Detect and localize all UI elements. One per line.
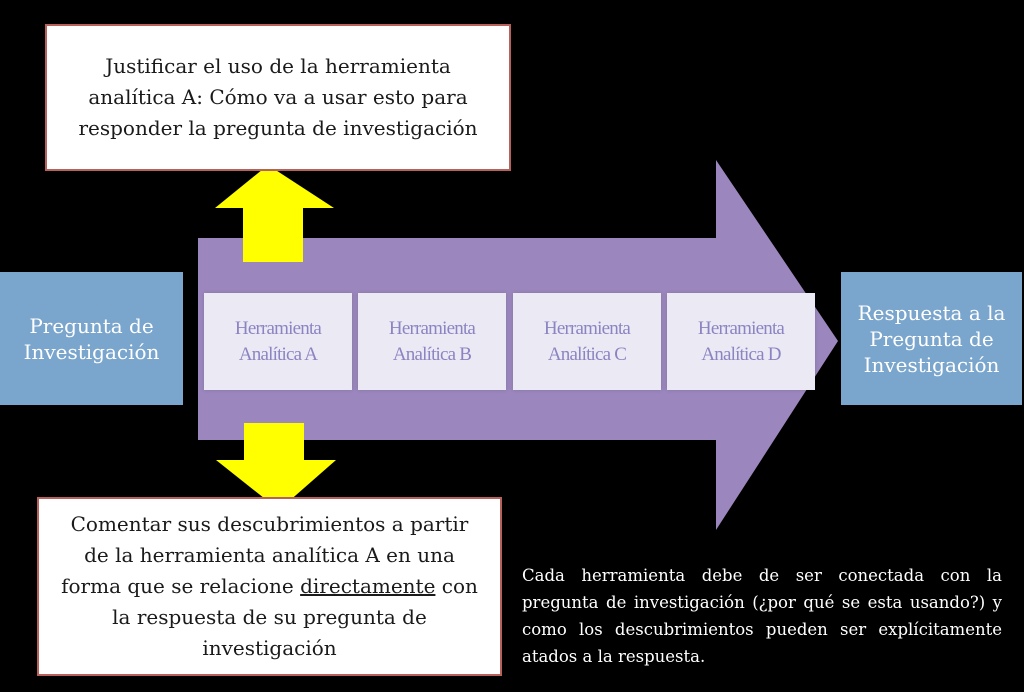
- research-answer-label: Respuesta a la Pregunta de Investigación: [857, 300, 1006, 377]
- down-arrow: [216, 423, 336, 510]
- tool-box-d: Herramienta Analítica D: [667, 293, 815, 390]
- tool-label: Herramienta Analítica D: [697, 317, 785, 365]
- footnote-text: Cada herramienta debe de ser conectada c…: [522, 566, 1002, 666]
- tool-box-b: Herramienta Analítica B: [358, 293, 506, 390]
- justify-note-box: Justificar el uso de la herramienta anal…: [45, 24, 511, 171]
- research-question-label: Pregunta de Investigación: [23, 313, 160, 364]
- research-question-box: Pregunta de Investigación: [0, 272, 183, 405]
- tool-label: Herramienta Analítica C: [543, 317, 631, 365]
- comment-note-text: Comentar sus descubrimientos a partir de…: [61, 512, 478, 660]
- tool-label: Herramienta Analítica A: [234, 317, 322, 365]
- tool-box-c: Herramienta Analítica C: [513, 293, 661, 390]
- emphasis-underlined: directamente: [300, 574, 436, 598]
- tool-box-a: Herramienta Analítica A: [204, 293, 352, 390]
- justify-note-text: Justificar el uso de la herramienta anal…: [78, 54, 478, 140]
- comment-note-box: Comentar sus descubrimientos a partir de…: [37, 497, 502, 676]
- tool-label: Herramienta Analítica B: [388, 317, 476, 365]
- research-answer-box: Respuesta a la Pregunta de Investigación: [841, 272, 1022, 405]
- up-arrow: [215, 165, 334, 262]
